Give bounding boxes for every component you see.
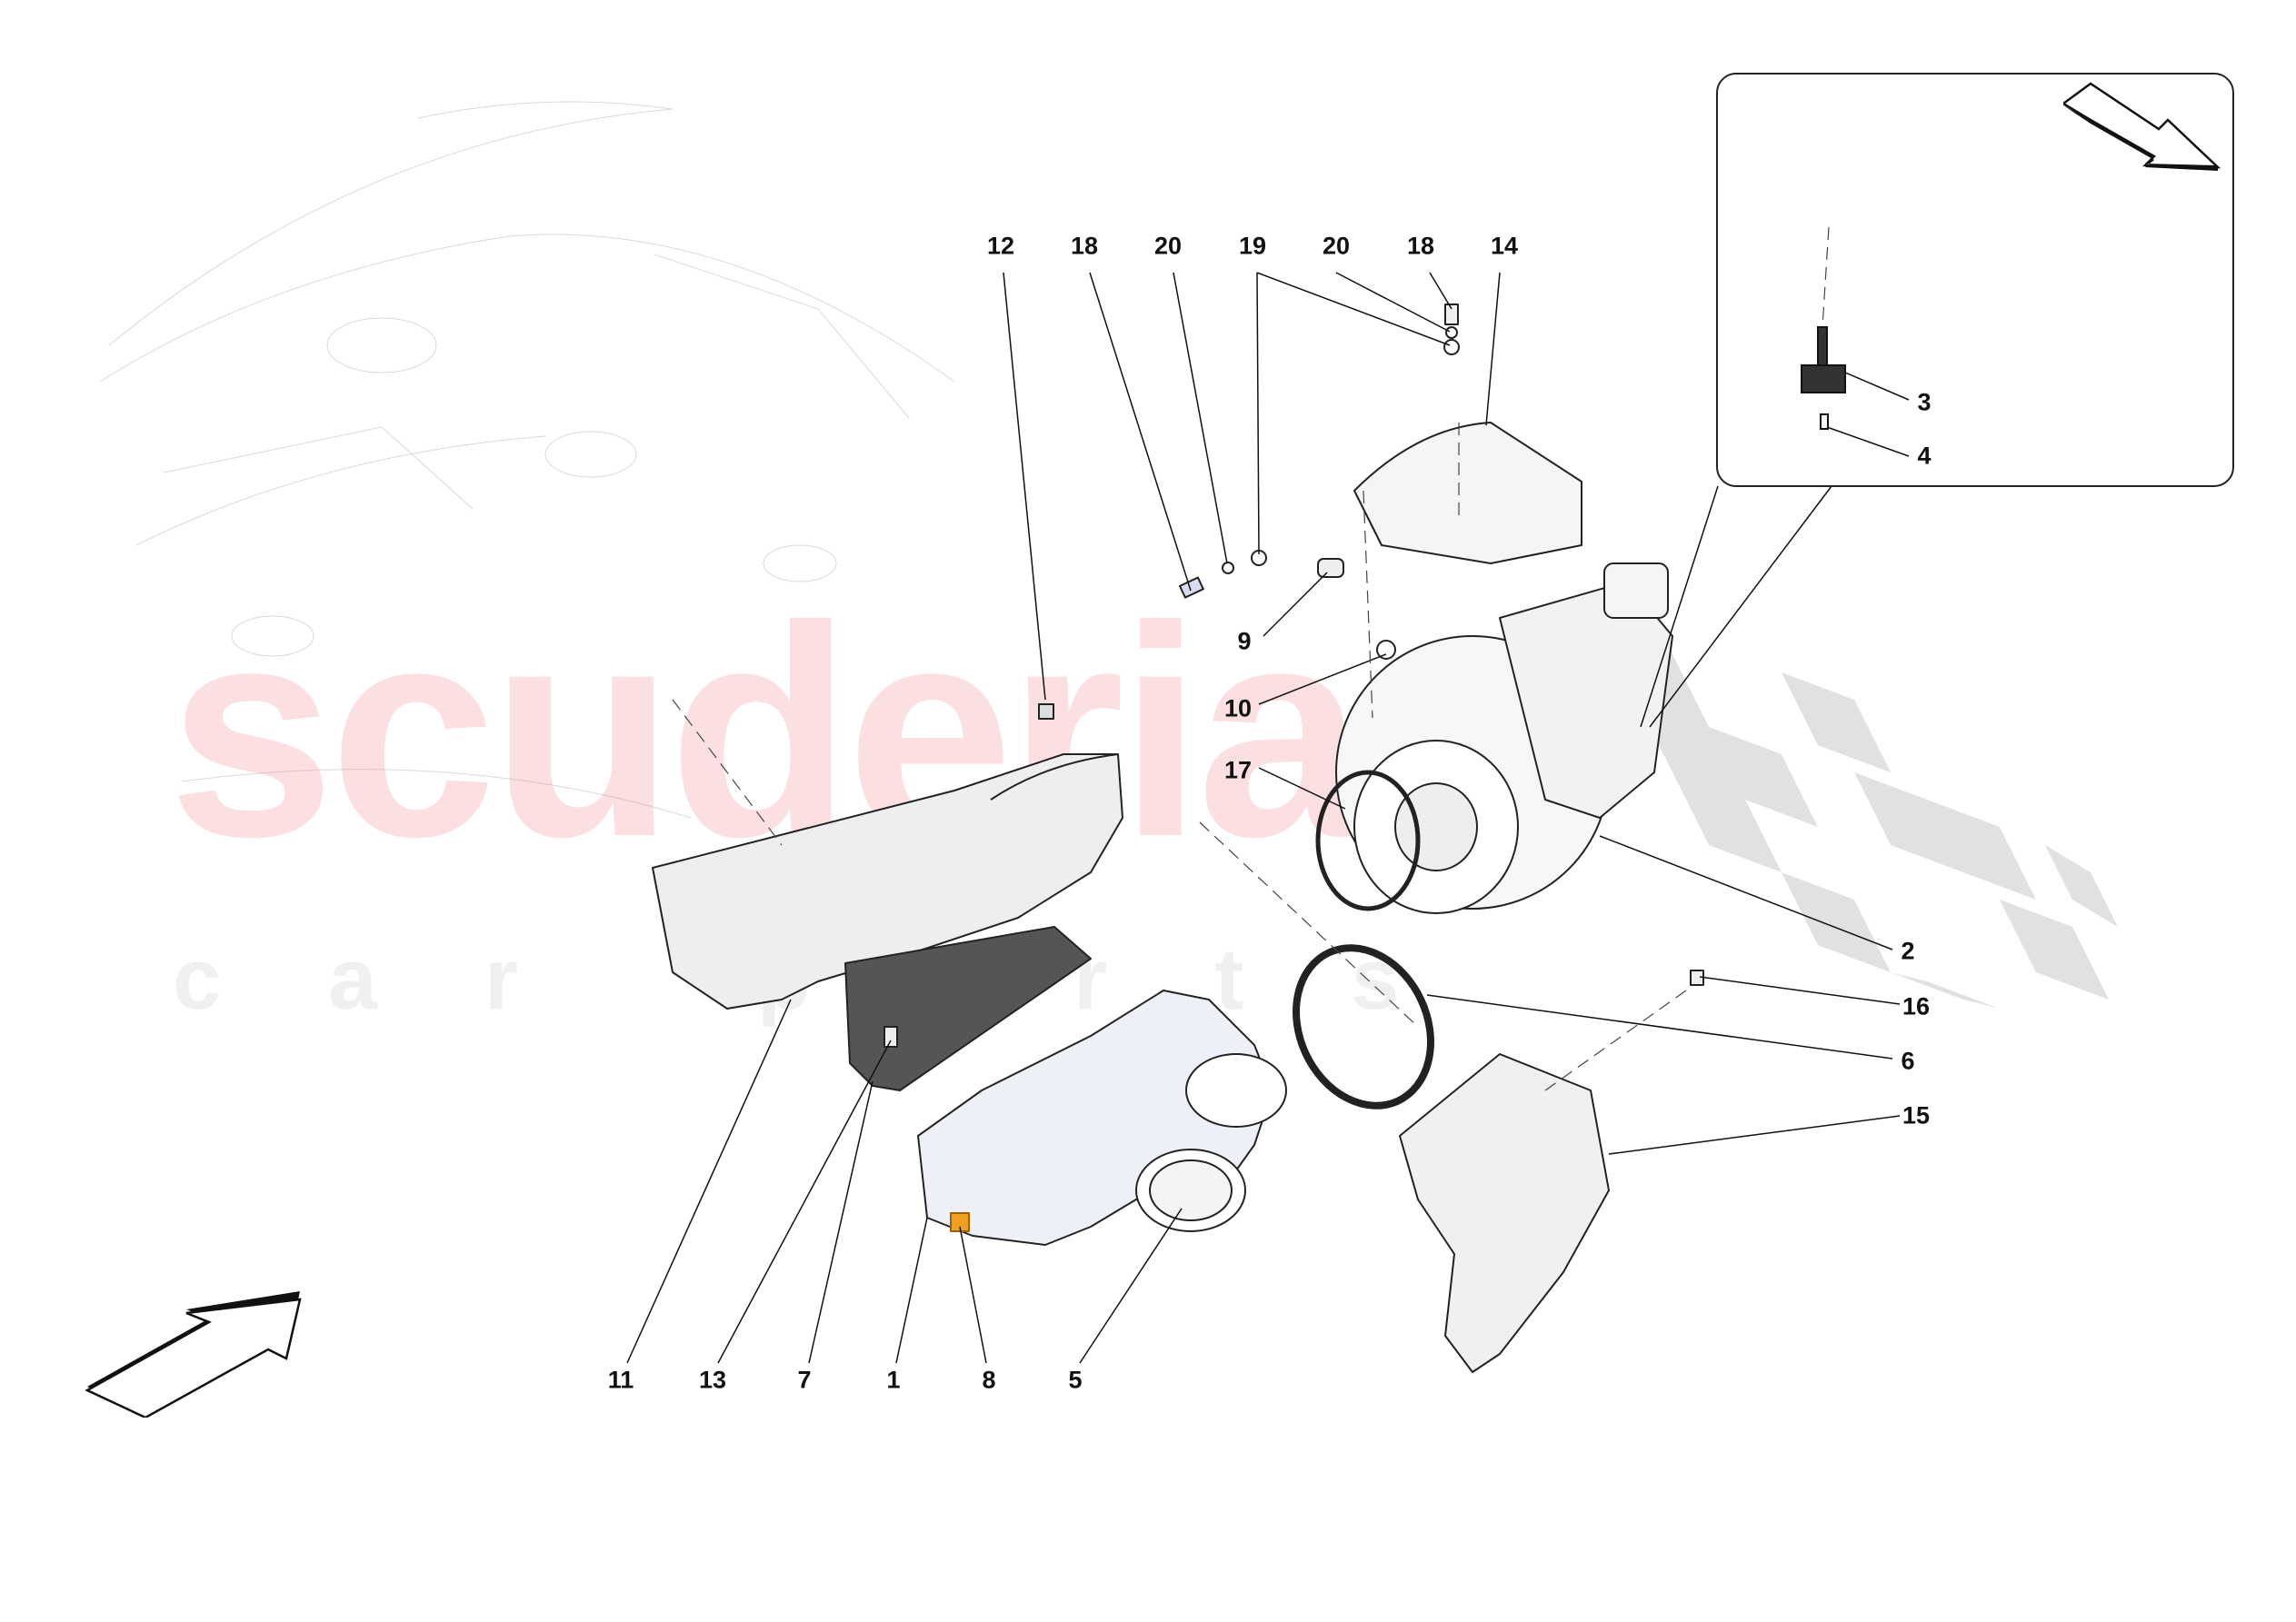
heat-shield-part — [652, 753, 1123, 1010]
callout-3: 3 — [1917, 388, 1932, 416]
v-clamp-part — [1293, 944, 1434, 1110]
callout-17: 17 — [1223, 756, 1253, 784]
callout-14: 14 — [1490, 232, 1519, 260]
callout-18: 18 — [1406, 232, 1435, 260]
callout-15: 15 — [1902, 1101, 1931, 1129]
callout-11: 11 — [607, 1366, 634, 1394]
watermark-scuderia: scuderia — [168, 563, 1363, 899]
arrow-up-right-icon — [85, 1291, 302, 1418]
callout-6: 6 — [1901, 1047, 1915, 1075]
seal-ring-part — [1315, 770, 1421, 911]
callout-13: 13 — [698, 1366, 727, 1394]
callout-4: 4 — [1917, 442, 1932, 470]
turbo-heat-shield-part — [1353, 422, 1582, 564]
callout-2: 2 — [1901, 937, 1915, 965]
outlet-heat-shield-part — [1399, 1053, 1610, 1373]
callout-20: 20 — [1153, 232, 1183, 260]
callout-20: 20 — [1322, 232, 1351, 260]
callout-5: 5 — [1068, 1366, 1083, 1394]
callout-16: 16 — [1902, 992, 1931, 1020]
gasket-part — [844, 926, 1092, 1091]
detail-inset-frame — [1716, 73, 2234, 487]
callout-10: 10 — [1223, 694, 1253, 722]
callout-19: 19 — [1238, 232, 1267, 260]
callout-1: 1 — [886, 1366, 901, 1394]
callout-7: 7 — [797, 1366, 812, 1394]
callout-9: 9 — [1237, 627, 1252, 655]
callout-8: 8 — [982, 1366, 996, 1394]
callout-12: 12 — [986, 232, 1015, 260]
arrow-down-right-icon — [2063, 82, 2221, 171]
callout-18: 18 — [1070, 232, 1099, 260]
